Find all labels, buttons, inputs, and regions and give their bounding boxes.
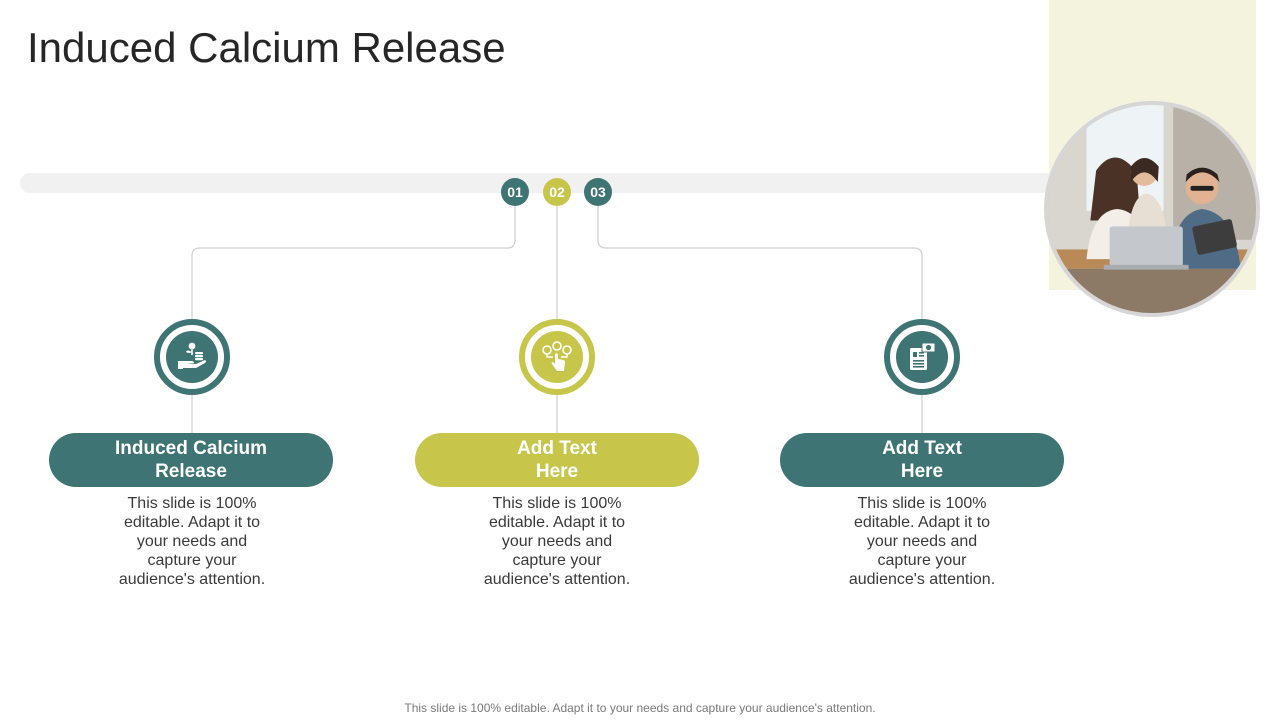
invoice-dollar-icon bbox=[896, 331, 948, 383]
step-heading-pill-2: Add Text Here bbox=[415, 433, 699, 487]
step-description-2: This slide is 100% editable. Adapt it to… bbox=[483, 495, 631, 588]
step-description-1: This slide is 100% editable. Adapt it to… bbox=[118, 495, 266, 588]
step-heading-3: Add Text Here bbox=[882, 438, 962, 482]
step-number-badge-1: 01 bbox=[501, 178, 529, 206]
footer-note: This slide is 100% editable. Adapt it to… bbox=[404, 701, 876, 715]
step-icon-ring-1 bbox=[154, 319, 230, 395]
page-title: Induced Calcium Release bbox=[27, 24, 506, 71]
touch-options-icon bbox=[531, 331, 583, 383]
team-meeting-photo bbox=[1044, 101, 1260, 317]
step-number-badge-2: 02 bbox=[543, 178, 571, 206]
step-heading-1: Induced Calcium Release bbox=[114, 438, 268, 482]
step-icon-ring-3 bbox=[884, 319, 960, 395]
step-icon-ring-2 bbox=[519, 319, 595, 395]
step-number-badge-3: 03 bbox=[584, 178, 612, 206]
step-description-3: This slide is 100% editable. Adapt it to… bbox=[848, 495, 996, 588]
step-heading-pill-1: Induced Calcium Release bbox=[49, 433, 333, 487]
step-heading-2: Add Text Here bbox=[517, 438, 597, 482]
step-heading-pill-3: Add Text Here bbox=[780, 433, 1064, 487]
money-plant-hand-icon bbox=[166, 331, 218, 383]
